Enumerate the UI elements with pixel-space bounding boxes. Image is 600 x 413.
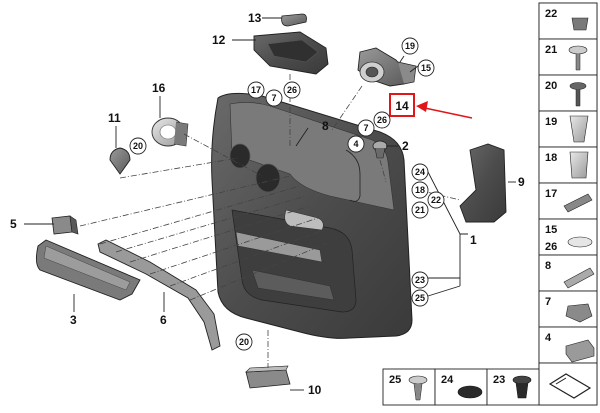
svg-text:25: 25 bbox=[389, 374, 401, 386]
label-8: 8 bbox=[322, 119, 329, 133]
svg-text:22: 22 bbox=[545, 8, 557, 20]
panel-cell-4: 4 bbox=[538, 326, 598, 364]
panel-cell-15-26: 15 26 bbox=[538, 218, 598, 256]
svg-text:22: 22 bbox=[431, 195, 441, 205]
part-13-cap bbox=[281, 13, 307, 27]
callout-20-left: 20 bbox=[129, 137, 147, 155]
svg-text:7: 7 bbox=[545, 296, 551, 308]
callout-23: 23 bbox=[411, 271, 429, 289]
label-12: 12 bbox=[212, 33, 226, 47]
part-10-insert bbox=[245, 365, 291, 389]
callout-4: 4 bbox=[347, 135, 365, 153]
label-13: 13 bbox=[248, 11, 262, 25]
part-9-bracket bbox=[459, 143, 507, 223]
svg-text:4: 4 bbox=[545, 332, 552, 344]
svg-text:21: 21 bbox=[545, 44, 557, 56]
part-12-handle-recess bbox=[253, 31, 329, 75]
part-14-opener-bracket bbox=[357, 47, 417, 87]
panel-cell-7: 7 bbox=[538, 290, 598, 328]
label-5: 5 bbox=[10, 217, 17, 231]
callout-26-top: 26 bbox=[283, 81, 301, 99]
callout-labels: 13 12 16 11 5 3 6 10 9 1 2 8 bbox=[10, 11, 525, 397]
label-10: 10 bbox=[308, 383, 322, 397]
panel-cell-17: 17 bbox=[538, 182, 598, 220]
svg-text:20: 20 bbox=[545, 80, 557, 92]
panel-cell-21: 21 bbox=[538, 38, 598, 76]
svg-text:26: 26 bbox=[377, 115, 387, 125]
callout-26-mid: 26 bbox=[373, 111, 391, 129]
callout-21: 21 bbox=[411, 201, 429, 219]
svg-text:18: 18 bbox=[415, 185, 425, 195]
svg-text:15: 15 bbox=[421, 63, 431, 73]
label-6: 6 bbox=[160, 313, 167, 327]
svg-text:23: 23 bbox=[415, 275, 425, 285]
label-1: 1 bbox=[470, 233, 477, 247]
svg-text:19: 19 bbox=[545, 116, 557, 128]
svg-text:26: 26 bbox=[287, 85, 297, 95]
highlight-part-14: 14 bbox=[389, 93, 473, 119]
part-2-plug bbox=[372, 140, 388, 159]
svg-text:20: 20 bbox=[133, 141, 143, 151]
panel-cell-8: 8 bbox=[538, 254, 598, 292]
svg-text:15: 15 bbox=[545, 224, 557, 236]
label-2: 2 bbox=[402, 139, 409, 153]
svg-text:19: 19 bbox=[405, 41, 415, 51]
parts-panel-bottom: 25 24 23 bbox=[382, 368, 540, 406]
panel-cell-20: 20 bbox=[538, 74, 598, 112]
callout-17: 17 bbox=[247, 81, 265, 99]
svg-text:20: 20 bbox=[239, 337, 249, 347]
part-11-tweeter-cover bbox=[109, 147, 131, 175]
label-14: 14 bbox=[395, 99, 409, 113]
label-9: 9 bbox=[518, 175, 525, 189]
panel-cell-19: 19 bbox=[538, 110, 598, 148]
label-16: 16 bbox=[152, 81, 166, 95]
part-5-clip bbox=[51, 215, 79, 235]
svg-text:24: 24 bbox=[441, 374, 454, 386]
callout-7-mid: 7 bbox=[357, 119, 375, 137]
part-3-lower-panel bbox=[35, 239, 141, 301]
svg-text:7: 7 bbox=[363, 123, 368, 133]
svg-text:18: 18 bbox=[545, 152, 557, 164]
svg-text:4: 4 bbox=[353, 139, 358, 149]
callout-19: 19 bbox=[401, 37, 419, 55]
circled-callouts: 19 15 17 7 26 7 26 4 20 24 18 22 21 23 2… bbox=[129, 37, 445, 351]
svg-text:23: 23 bbox=[493, 374, 505, 386]
svg-text:24: 24 bbox=[415, 167, 425, 177]
bottom-cell-25: 25 bbox=[382, 368, 436, 406]
svg-text:25: 25 bbox=[415, 293, 425, 303]
svg-text:17: 17 bbox=[251, 85, 261, 95]
panel-cell-22: 22 bbox=[538, 2, 598, 40]
callout-7-top: 7 bbox=[265, 89, 283, 107]
svg-text:26: 26 bbox=[545, 241, 557, 253]
callout-22: 22 bbox=[427, 191, 445, 209]
svg-text:17: 17 bbox=[545, 188, 557, 200]
label-11: 11 bbox=[108, 111, 121, 125]
assembly-lines bbox=[79, 74, 461, 368]
parts-panel-right: 22 21 20 19 18 17 bbox=[538, 2, 598, 406]
callout-15: 15 bbox=[417, 59, 435, 77]
label-3: 3 bbox=[70, 313, 77, 327]
svg-text:8: 8 bbox=[545, 260, 551, 272]
callout-20-bottom: 20 bbox=[235, 333, 253, 351]
leader-lines bbox=[24, 17, 516, 391]
callout-18: 18 bbox=[411, 181, 429, 199]
callout-24: 24 bbox=[411, 163, 429, 181]
svg-text:21: 21 bbox=[415, 205, 425, 215]
door-trim-panel bbox=[211, 92, 413, 339]
svg-text:7: 7 bbox=[271, 93, 276, 103]
panel-cell-18: 18 bbox=[538, 146, 598, 184]
bottom-cell-24: 24 bbox=[434, 368, 488, 406]
callout-25: 25 bbox=[411, 289, 429, 307]
panel-cell-symbol bbox=[538, 362, 598, 406]
bottom-cell-23: 23 bbox=[486, 368, 540, 406]
part-16-speaker-cover bbox=[151, 117, 189, 147]
